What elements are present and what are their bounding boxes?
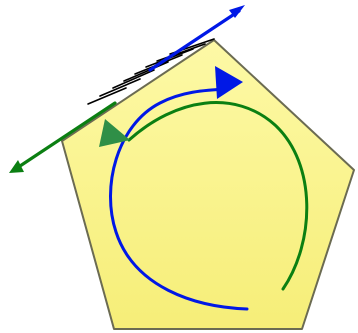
tangent-arrow-blue-head — [229, 5, 245, 18]
tangent-arrows — [9, 5, 245, 173]
circular-arrow-green-head — [99, 119, 130, 147]
rotation-arcs — [109, 87, 309, 311]
tangent-arrow-green-head — [9, 160, 24, 173]
pentagon-shape — [61, 39, 355, 330]
circular-arrow-green — [127, 101, 309, 291]
tangent-arrow-blue — [148, 9, 241, 72]
tangent-arrow-green — [15, 101, 117, 170]
circular-arrow-blue — [109, 87, 249, 311]
circular-arrow-blue-head — [215, 66, 243, 99]
